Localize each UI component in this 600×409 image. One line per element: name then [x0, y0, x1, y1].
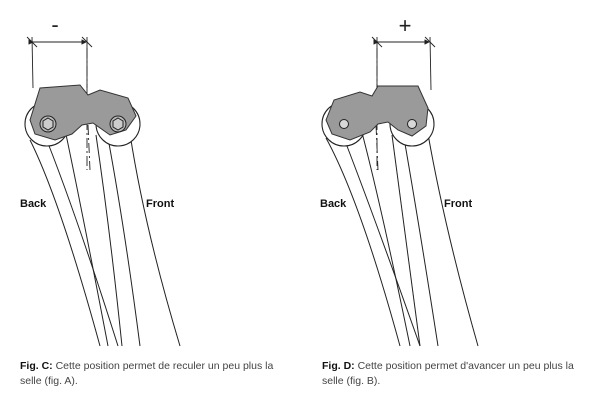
figure-d-caption-text: Cette position permet d'avancer un peu p…	[322, 360, 574, 387]
figure-d-bolts	[339, 119, 417, 129]
figure-c-label-back: Back	[20, 198, 47, 210]
figure-d-caption-label: Fig. D:	[322, 360, 355, 372]
figure-d-back-rail	[325, 124, 421, 347]
figure-c-caption-label: Fig. C:	[20, 360, 53, 372]
figure-c-clamp	[29, 84, 137, 141]
figure-c-caption: Fig. C: Cette position permet de reculer…	[20, 359, 290, 389]
figure-c-back-rail	[29, 124, 119, 347]
figure-d-diagram: +	[320, 13, 479, 347]
figure-d-sign: +	[399, 13, 412, 38]
figure-d-front-rail	[391, 133, 479, 347]
figure-c-bolts	[39, 115, 127, 133]
figure-d-dimension-line	[371, 36, 436, 91]
figure-c-dimension-line	[26, 36, 93, 89]
figure-c-caption-text: Cette position permet de reculer un peu …	[20, 360, 274, 387]
figure-c-label-front: Front	[146, 198, 174, 210]
figure-c-sign: -	[51, 12, 58, 37]
figure-d-label-back: Back	[320, 198, 347, 210]
figure-d-caption: Fig. D: Cette position permet d'avancer …	[322, 359, 592, 389]
figure-d-label-front: Front	[444, 198, 472, 210]
figure-c-front-rail	[95, 133, 181, 347]
figure-d-clamp	[325, 85, 429, 141]
figure-c-diagram: -	[20, 12, 181, 347]
